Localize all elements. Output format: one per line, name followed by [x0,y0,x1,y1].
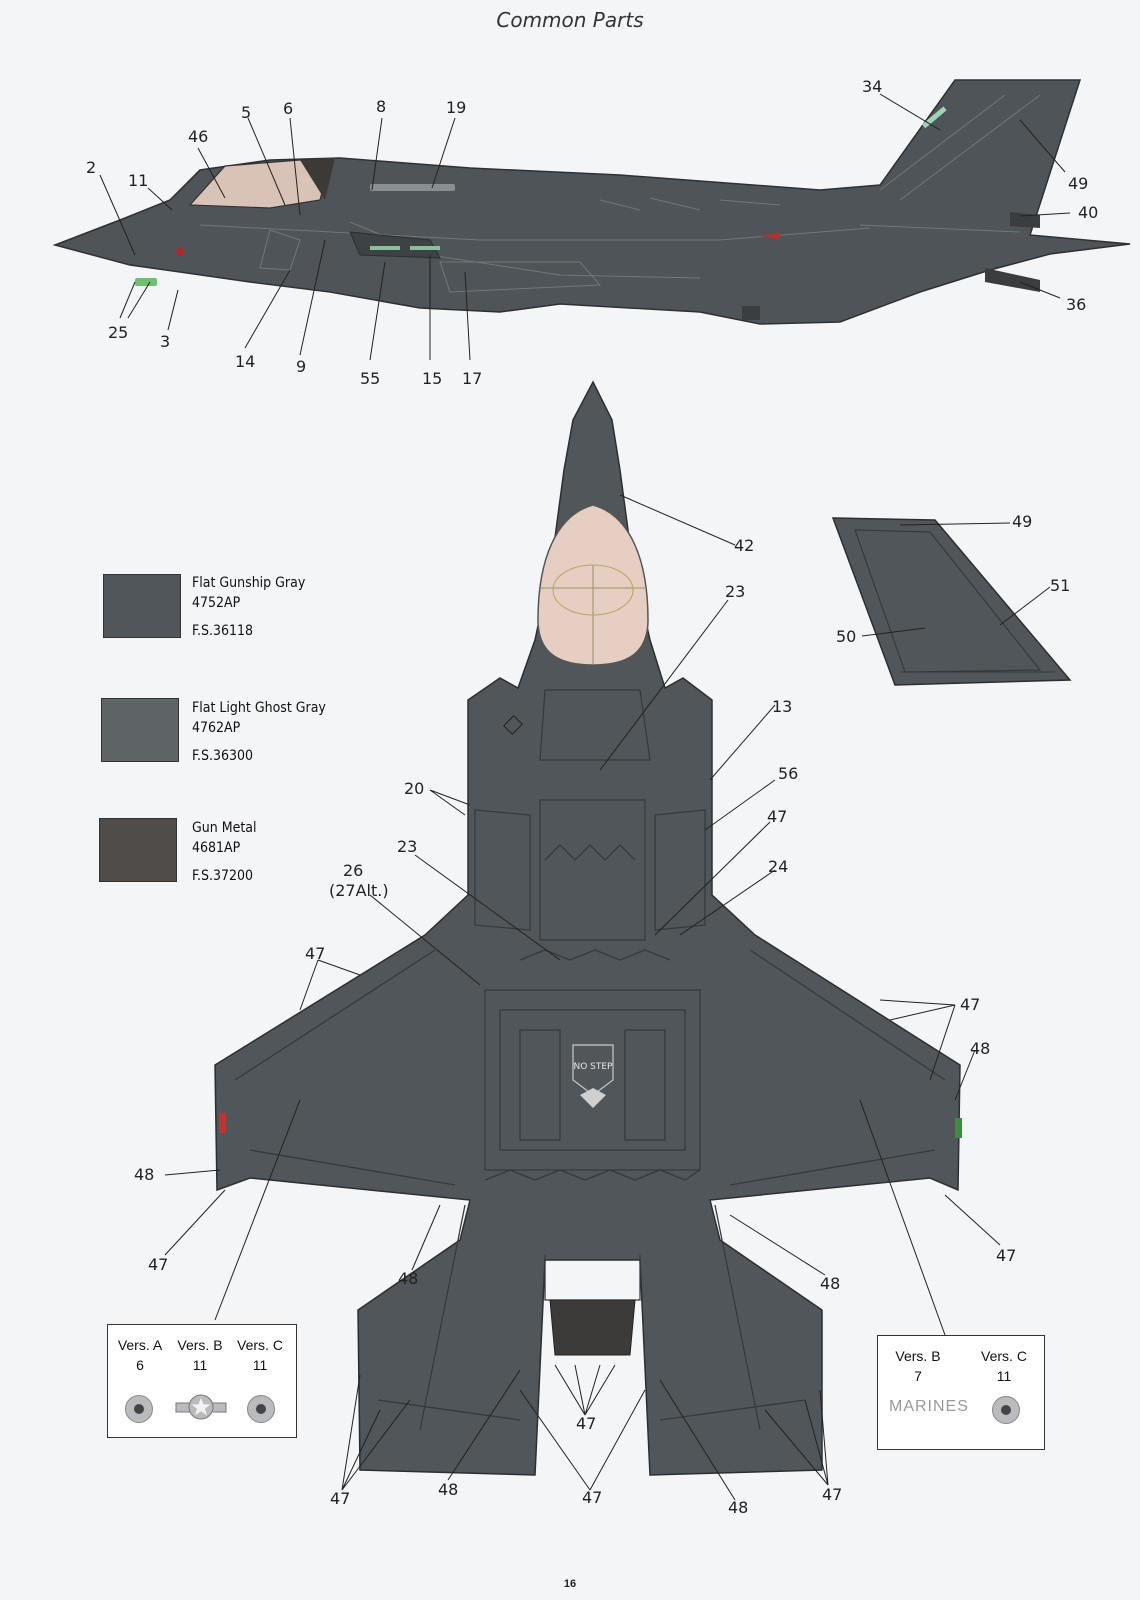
swatch-name: Flat Light Ghost Gray [192,700,326,716]
callout-47-spine: 47 [767,807,788,826]
callout-56: 56 [778,764,799,783]
callout-20: 20 [404,779,425,798]
roundel-icon [992,1396,1020,1424]
vers-label: Vers. A [117,1337,163,1353]
callout-47-nozzle: 47 [576,1414,597,1433]
page-number: 16 [563,1578,577,1590]
callout-19: 19 [446,98,467,117]
swatch-code: 4681AP [192,840,241,856]
callout-49-side: 49 [1068,174,1089,193]
callout-47-left-stab: 47 [330,1489,351,1508]
swatch-label-gun-metal: Gun Metal 4681AP F.S.37200 [192,818,257,886]
vers-label: Vers. C [981,1348,1027,1364]
top-view-aircraft: NO STEP [214,380,962,1476]
vers-value: 11 [192,1357,208,1373]
callout-17: 17 [462,369,483,388]
callout-47-right-stab: 47 [822,1485,843,1504]
side-intake [349,231,441,259]
callout-47-center-stab: 47 [582,1488,603,1507]
side-leader-lines [99,93,1071,361]
version-box-right: Vers. B 7 Vers. C 11 MARINES [877,1335,1045,1450]
vers-value: 11 [996,1368,1012,1384]
left-nav-light [219,1113,226,1133]
callout-40: 40 [1078,203,1099,222]
right-nav-light [955,1118,962,1138]
tail-leader-lines [861,522,1051,637]
callout-48-right-stab: 48 [728,1498,749,1517]
version-box-left: Vers. A 6 Vers. B 11 Vers. C 11 [107,1324,297,1438]
star-bar-insignia-icon [175,1394,227,1420]
callout-36: 36 [1066,295,1087,314]
vers-value: 11 [252,1357,268,1373]
vers-c-column: Vers. C 11 [976,1346,1032,1386]
callout-48-right-flap: 48 [820,1274,841,1293]
callout-14: 14 [235,352,256,371]
vers-a-column: Vers. A 6 [112,1335,168,1375]
callout-50: 50 [836,627,857,646]
callout-6: 6 [283,99,294,118]
callout-51: 51 [1050,576,1071,595]
vers-c-column: Vers. C 11 [232,1335,288,1375]
callout-42: 42 [734,536,755,555]
top-exhaust-nozzle [549,1299,636,1356]
callout-15: 15 [422,369,443,388]
top-leader-lines [164,494,1001,1501]
callout-5: 5 [241,103,252,122]
vers-label: Vers. B [895,1348,941,1364]
marines-marking: MARINES [889,1398,969,1415]
swatch-label-flat-light-ghost-gray: Flat Light Ghost Gray 4762AP F.S.36300 [192,698,326,766]
swatch-fs: F.S.36300 [192,748,254,764]
callout-25: 25 [108,323,129,342]
swatch-label-flat-gunship-gray: Flat Gunship Gray 4752AP F.S.36118 [192,573,305,641]
callout-23-lower: 23 [397,837,418,856]
callout-47-left-trailing: 47 [148,1255,169,1274]
callout-48-left-flap: 48 [398,1269,419,1288]
swatch-gun-metal [99,818,177,882]
swatch-name: Flat Gunship Gray [192,575,306,591]
swatch-code: 4762AP [192,720,241,736]
callout-48-right-tip: 48 [970,1039,991,1058]
callout-13: 13 [772,697,793,716]
vers-value: 7 [914,1368,922,1384]
roundel-icon [125,1395,153,1423]
swatch-flat-gunship-gray [103,574,181,638]
callout-2: 2 [86,158,97,177]
callout-47-right-wing: 47 [960,995,981,1014]
callout-23-upper: 23 [725,582,746,601]
callout-47-left-wing: 47 [305,944,326,963]
callout-3: 3 [160,332,171,351]
vers-value: 6 [136,1357,144,1373]
vers-b-column: Vers. B 7 [890,1346,946,1386]
callout-8: 8 [376,97,387,116]
swatch-fs: F.S.36118 [192,623,254,639]
roundel-icon [247,1395,275,1423]
page-title: Common Parts [496,8,644,32]
callout-9: 9 [296,357,307,376]
callout-46: 46 [188,127,209,146]
no-step-stencil: NO STEP [573,1062,613,1072]
swatch-name: Gun Metal [192,820,257,836]
tail-fin-inset [831,517,1072,686]
side-view-aircraft [52,79,1131,325]
vers-label: Vers. B [177,1337,223,1353]
callout-27-alt: (27Alt.) [329,881,389,900]
callout-48-left-tip: 48 [134,1165,155,1184]
side-canopy-frame [300,158,335,200]
side-fuselage [52,79,1131,325]
callout-26: 26 [343,861,364,880]
top-fuselage [214,380,961,1476]
callout-48-left-stab: 48 [438,1480,459,1499]
callout-11: 11 [128,171,149,190]
swatch-code: 4752AP [192,595,241,611]
swatch-flat-light-ghost-gray [101,698,179,762]
callout-47-right-trailing: 47 [996,1246,1017,1265]
callout-34: 34 [862,77,883,96]
vers-b-column: Vers. B 11 [172,1335,228,1375]
vers-label: Vers. C [237,1337,283,1353]
callout-49-tail: 49 [1012,512,1033,531]
swatch-fs: F.S.37200 [192,868,254,884]
callout-24: 24 [768,857,789,876]
callout-55: 55 [360,369,381,388]
